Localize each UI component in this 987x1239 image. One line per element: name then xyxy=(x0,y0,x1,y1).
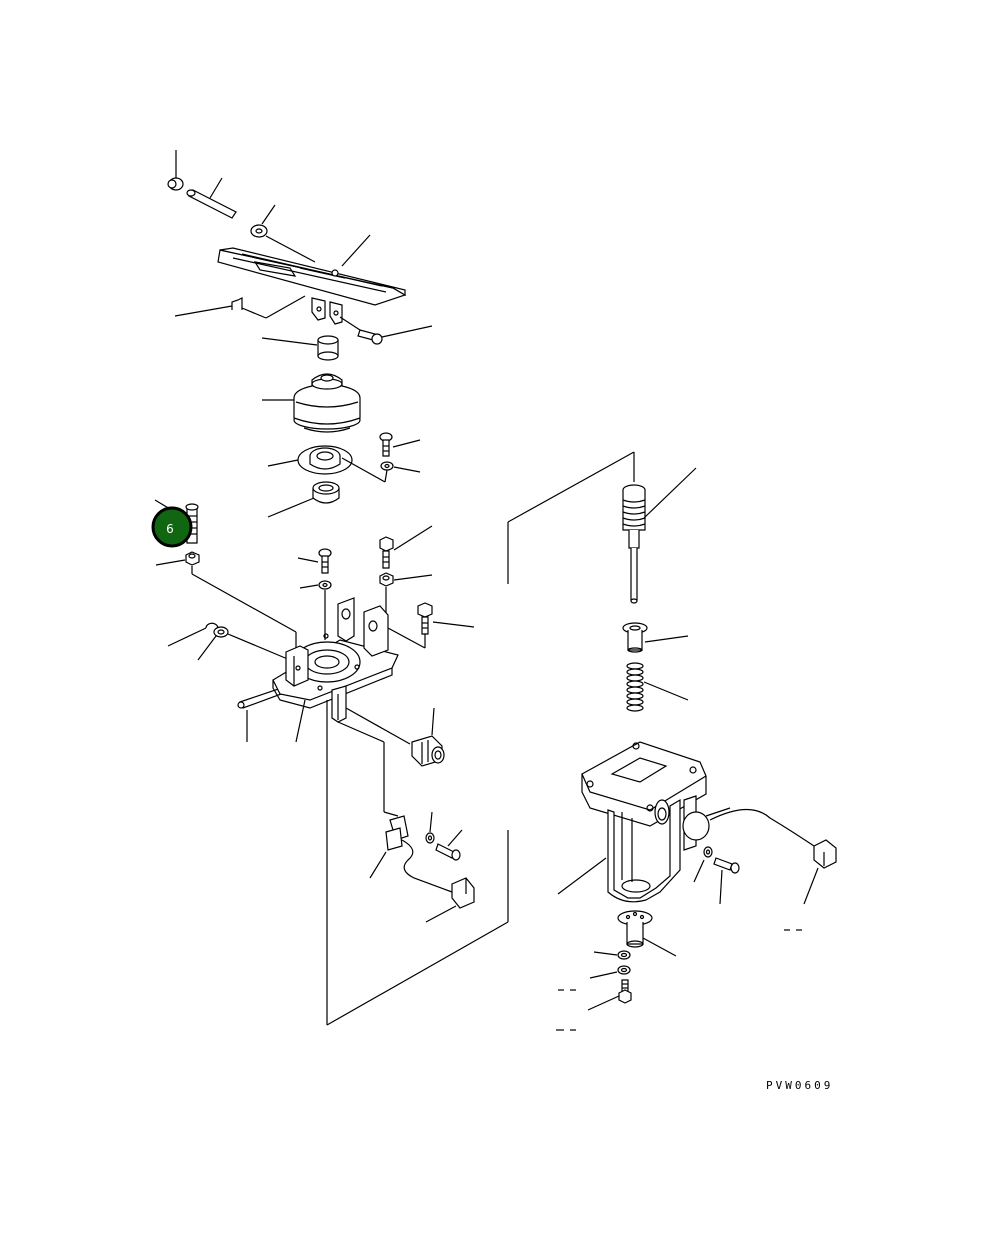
circlip-part xyxy=(167,622,291,661)
valve-body-assembly xyxy=(154,499,475,923)
clip-part xyxy=(174,295,306,319)
callout-label: 6 xyxy=(166,522,174,536)
nut-left-part xyxy=(155,551,297,652)
housing-part xyxy=(557,741,707,903)
washer-top-part xyxy=(250,204,316,263)
group-frame-lines xyxy=(326,451,635,1026)
bottom-piston-part xyxy=(617,910,677,957)
small-bolt-part xyxy=(379,432,421,457)
side-switch-part xyxy=(682,795,837,931)
pin-head-part xyxy=(167,150,184,191)
spring-part xyxy=(626,662,689,712)
pedal-bolt-part xyxy=(339,316,433,345)
seat-plate-part xyxy=(267,445,388,483)
stopper-part xyxy=(261,335,339,361)
valve-cartridge-assembly xyxy=(556,467,837,1031)
bushing-part xyxy=(267,481,340,518)
base-plate-part xyxy=(272,597,399,743)
drawing-code: PVW0609 xyxy=(766,1079,833,1092)
seal-part xyxy=(593,950,631,960)
screw-top-part xyxy=(297,548,332,574)
bolt-right-part xyxy=(379,525,433,569)
harness-part xyxy=(337,721,475,923)
retainer-part xyxy=(622,622,689,653)
bottom-bolt-part xyxy=(556,979,632,1031)
pedal-assembly xyxy=(167,150,433,518)
lock-washer-part xyxy=(299,580,332,640)
mid-right-fastener-part xyxy=(693,846,740,905)
small-washer-part xyxy=(380,461,421,473)
pedal-plate-part xyxy=(217,234,407,325)
pin-shaft-part xyxy=(186,177,237,219)
nut-right-part xyxy=(379,572,433,618)
boot-part xyxy=(262,373,361,433)
plunger-part xyxy=(622,467,697,604)
callout-badge[interactable]: 6 xyxy=(151,506,193,548)
flange-bolt-part xyxy=(387,602,475,649)
lower-fastener-part xyxy=(425,811,463,861)
pressure-switch-part xyxy=(345,707,445,767)
bottom-washer-part xyxy=(589,965,631,979)
